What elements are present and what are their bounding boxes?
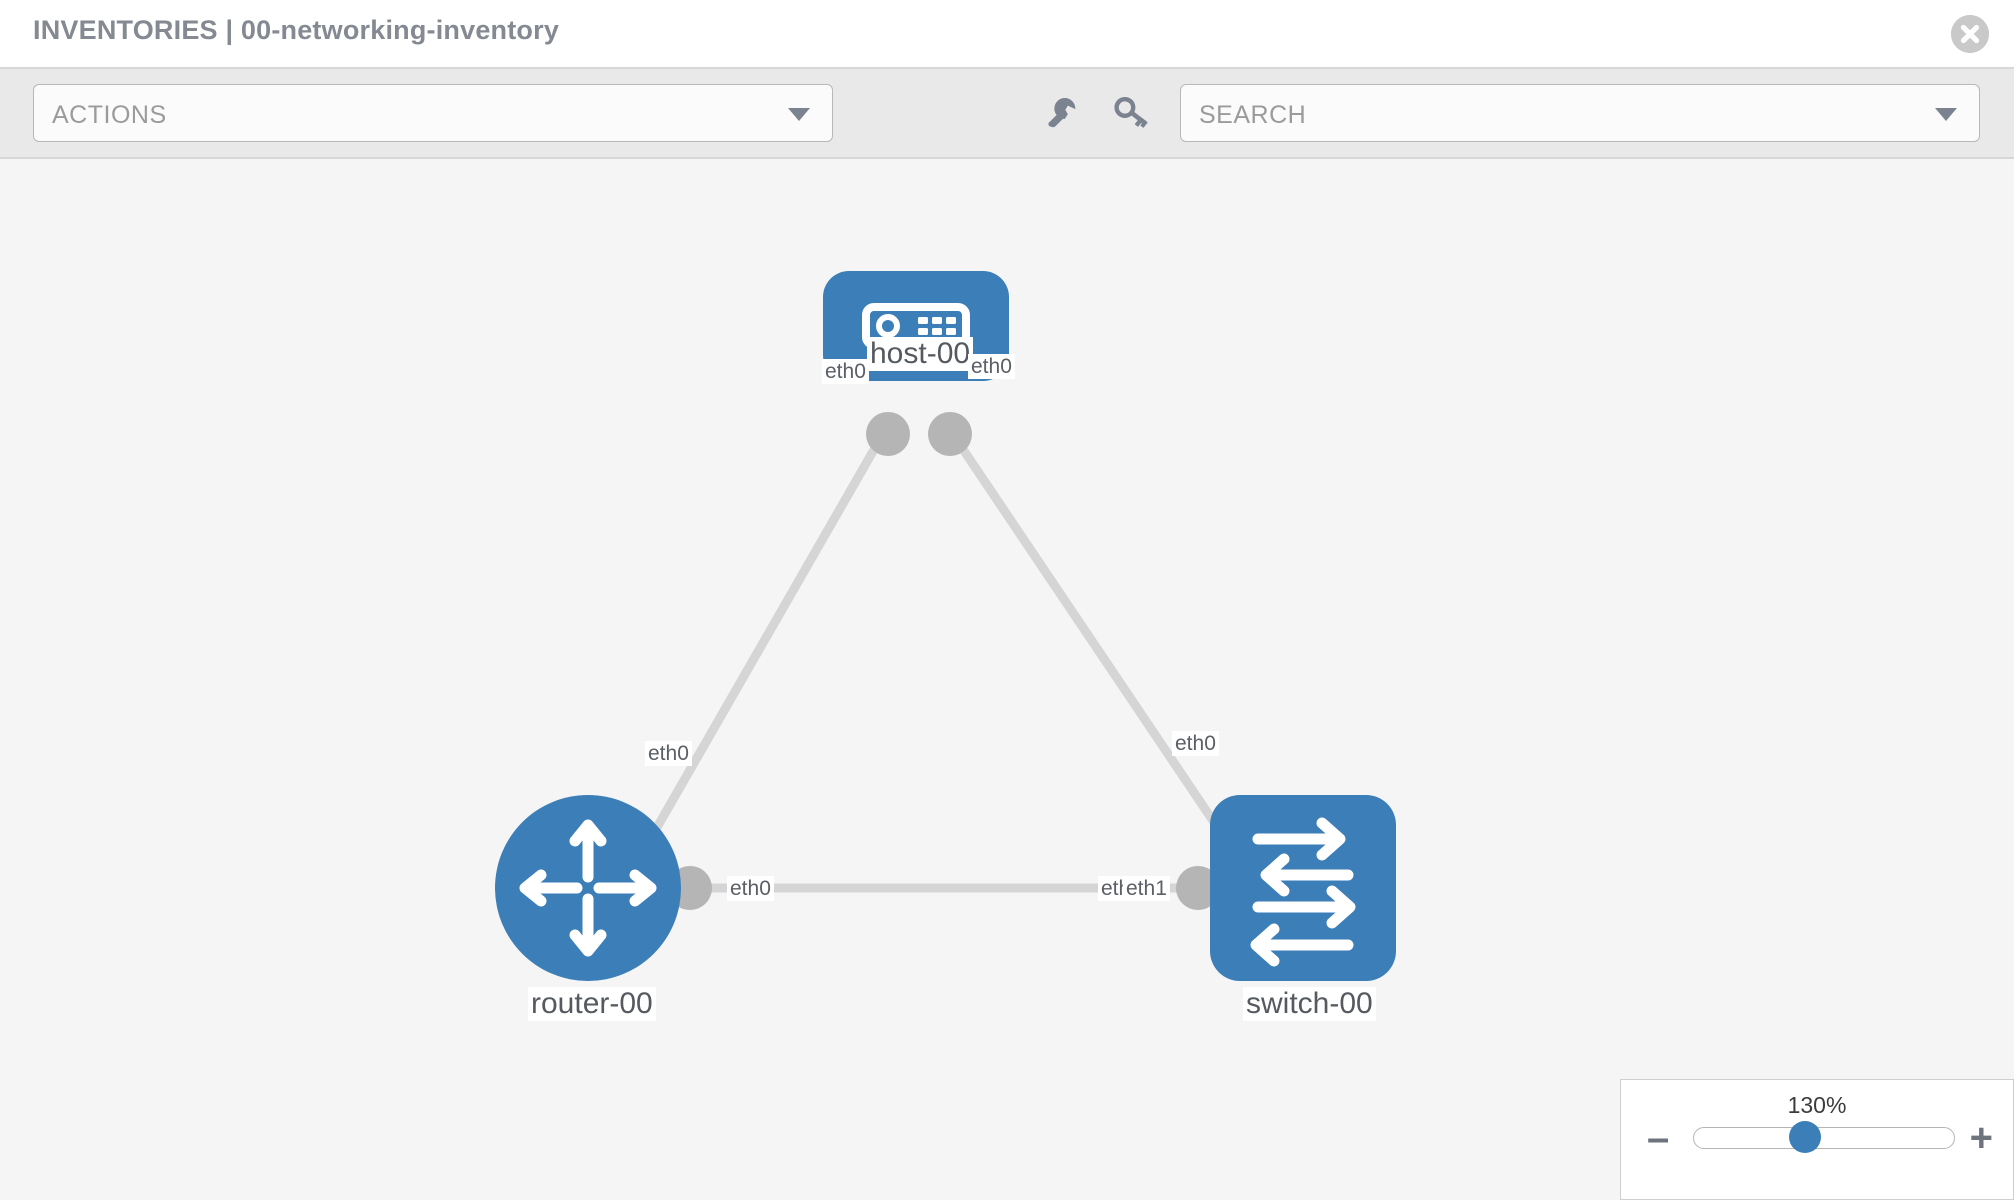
node-router-00 bbox=[495, 795, 681, 981]
key-icon[interactable] bbox=[1110, 91, 1154, 135]
topology-graph bbox=[495, 271, 1396, 981]
node-label-switch-00: switch-00 bbox=[1243, 987, 1376, 1021]
node-label-host-00: host-00 bbox=[867, 337, 974, 371]
zoom-slider[interactable] bbox=[1693, 1121, 1955, 1153]
node-label-router-00: router-00 bbox=[528, 987, 656, 1021]
zoom-slider-thumb[interactable] bbox=[1788, 1121, 1821, 1153]
iface-label-router00-eth0: eth0 bbox=[727, 876, 774, 901]
actions-dropdown-label: ACTIONS bbox=[52, 101, 167, 129]
chevron-down-icon bbox=[1935, 108, 1957, 121]
page-title: INVENTORIES | 00-networking-inventory bbox=[33, 15, 560, 45]
zoom-percent-label: 130% bbox=[1787, 1092, 1847, 1118]
connector-switch00-left bbox=[1176, 866, 1220, 910]
iface-label-switch00-uplink: eth0 bbox=[1172, 731, 1219, 756]
iface-label-host00-right: eth0 bbox=[968, 354, 1015, 379]
zoom-control-panel: 130% – + bbox=[1620, 1079, 2014, 1200]
actions-dropdown[interactable]: ACTIONS bbox=[33, 84, 833, 142]
page-header: INVENTORIES | 00-networking-inventory bbox=[0, 0, 2014, 69]
toolbar: ACTIONS SEARCH bbox=[0, 69, 2014, 159]
iface-label-host00-left: eth0 bbox=[822, 359, 869, 384]
topology-canvas[interactable]: host-00 router-00 switch-00 eth0 eth0 et… bbox=[0, 159, 2014, 1200]
chevron-down-icon bbox=[788, 108, 810, 121]
zoom-in-button[interactable]: + bbox=[1969, 1116, 1993, 1160]
zoom-out-button[interactable]: – bbox=[1647, 1116, 1670, 1160]
connector-host00-left bbox=[866, 412, 910, 456]
iface-label-switch00-eth1: eth1 bbox=[1123, 876, 1170, 901]
link-host00-router00 bbox=[636, 424, 891, 860]
link-host00-switch00 bbox=[944, 424, 1236, 852]
topology-links bbox=[636, 424, 1236, 893]
iface-label-router00-uplink: eth0 bbox=[645, 741, 692, 766]
connector-host00-right bbox=[928, 412, 972, 456]
search-placeholder: SEARCH bbox=[1199, 101, 1307, 129]
router-arrows-icon bbox=[519, 819, 657, 957]
close-icon[interactable] bbox=[1951, 15, 1989, 53]
search-input[interactable]: SEARCH bbox=[1180, 84, 1980, 142]
wrench-icon[interactable] bbox=[1040, 91, 1084, 135]
switch-arrows-icon bbox=[1250, 817, 1356, 967]
server-icon bbox=[862, 303, 970, 349]
node-switch-00 bbox=[1210, 795, 1396, 981]
